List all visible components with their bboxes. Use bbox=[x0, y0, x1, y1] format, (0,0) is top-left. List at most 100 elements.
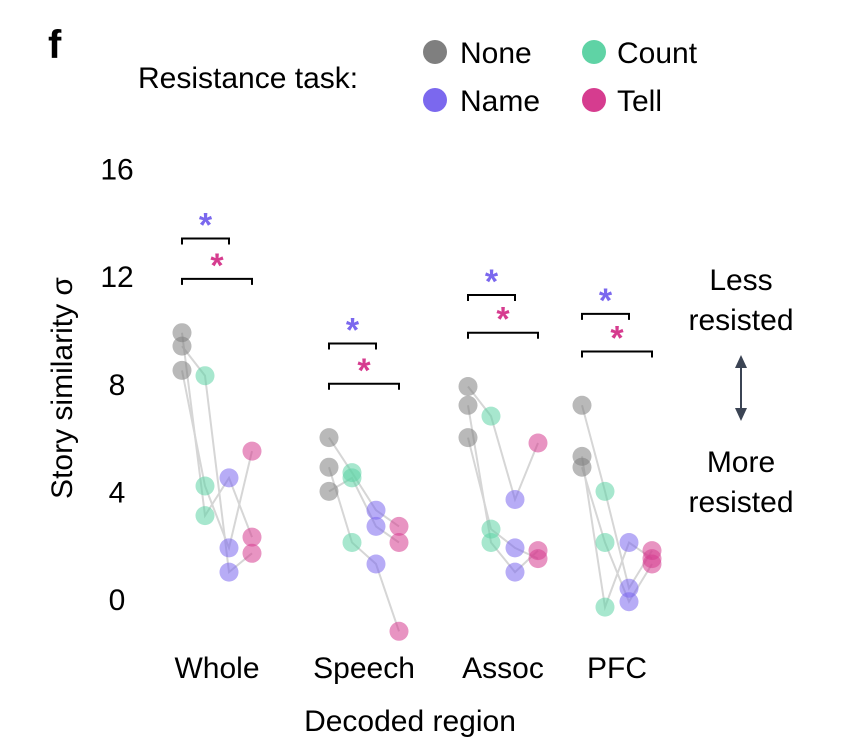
significance-star: * bbox=[357, 352, 371, 390]
legend-swatch-name bbox=[423, 88, 447, 112]
more-resisted-line1: More bbox=[707, 446, 775, 479]
data-point-none bbox=[458, 428, 478, 448]
arrow-head-down bbox=[735, 408, 747, 421]
y-tick-label: 12 bbox=[100, 261, 133, 294]
legend-item-tell: Tell bbox=[582, 85, 662, 118]
significance-bracket bbox=[328, 342, 377, 350]
subject-lines bbox=[181, 332, 653, 632]
data-point-none bbox=[172, 323, 192, 343]
data-point-count bbox=[595, 481, 615, 501]
data-point-none bbox=[319, 428, 339, 448]
data-point-tell bbox=[528, 433, 548, 453]
y-tick-label: 4 bbox=[109, 476, 126, 509]
data-point-tell bbox=[242, 527, 262, 547]
data-point-name bbox=[219, 468, 239, 488]
legend-label-name: Name bbox=[460, 85, 540, 118]
significance-star: * bbox=[496, 301, 510, 339]
legend-swatch-none bbox=[423, 40, 447, 64]
subject-line bbox=[467, 405, 539, 574]
significance-bracket bbox=[581, 350, 653, 358]
x-tick-label: PFC bbox=[587, 652, 647, 685]
legend-label-tell: Tell bbox=[617, 85, 662, 118]
data-points bbox=[172, 323, 662, 641]
significance-bracket bbox=[467, 331, 539, 339]
data-point-name bbox=[619, 578, 639, 598]
legend-title: Resistance task: bbox=[138, 62, 358, 95]
data-point-none bbox=[172, 336, 192, 356]
data-point-count bbox=[342, 533, 362, 552]
subject-line bbox=[328, 476, 400, 544]
data-point-count bbox=[195, 476, 215, 496]
significance-star: * bbox=[199, 207, 213, 245]
more-resisted-line2: resisted bbox=[688, 486, 793, 519]
data-point-name bbox=[505, 562, 525, 582]
data-point-count bbox=[481, 519, 501, 539]
data-point-name bbox=[366, 500, 386, 520]
data-point-none bbox=[458, 395, 478, 415]
data-point-count bbox=[595, 597, 615, 617]
y-axis-label: Story similarity σ bbox=[46, 277, 79, 499]
y-tick-label: 16 bbox=[100, 154, 133, 187]
data-point-tell bbox=[389, 516, 409, 536]
legend-label-none: None bbox=[460, 37, 532, 70]
significance-brackets: ******** bbox=[181, 207, 653, 390]
significance-star: * bbox=[210, 247, 224, 285]
data-point-name bbox=[219, 538, 239, 558]
subject-line bbox=[328, 466, 400, 632]
subject-line bbox=[181, 370, 253, 552]
significance-bracket bbox=[467, 294, 516, 302]
data-point-name bbox=[619, 592, 639, 612]
data-point-none bbox=[572, 446, 592, 466]
less-resisted-line2: resisted bbox=[688, 304, 793, 337]
less-resisted-line1: Less bbox=[709, 264, 772, 297]
data-point-count bbox=[595, 533, 615, 552]
data-point-none bbox=[572, 395, 592, 415]
significance-bracket bbox=[581, 312, 630, 320]
subject-line bbox=[328, 437, 400, 528]
subject-line bbox=[581, 456, 653, 612]
data-point-none bbox=[319, 457, 339, 477]
resistance-annotation: Less resisted More resisted bbox=[688, 264, 793, 519]
data-point-tell bbox=[242, 543, 262, 563]
data-point-count bbox=[342, 468, 362, 488]
data-point-name bbox=[366, 516, 386, 536]
data-point-tell bbox=[389, 533, 409, 552]
significance-star: * bbox=[485, 263, 499, 301]
legend-item-name: Name bbox=[423, 85, 540, 118]
y-tick-label: 8 bbox=[109, 369, 126, 402]
x-axis-label: Decoded region bbox=[304, 705, 516, 738]
data-point-count bbox=[195, 506, 215, 526]
significance-star: * bbox=[599, 282, 613, 320]
data-point-count bbox=[195, 366, 215, 386]
legend-item-none: None bbox=[423, 37, 532, 70]
data-point-tell bbox=[389, 621, 409, 641]
data-point-name bbox=[505, 538, 525, 558]
data-point-tell bbox=[528, 541, 548, 561]
legend-swatch-tell bbox=[582, 88, 606, 112]
subject-line bbox=[467, 437, 539, 560]
significance-bracket bbox=[328, 382, 400, 390]
significance-bracket bbox=[181, 237, 230, 245]
subject-line bbox=[581, 405, 653, 591]
data-point-name bbox=[505, 490, 525, 509]
panel-label: f bbox=[48, 23, 62, 67]
data-point-tell bbox=[242, 441, 262, 461]
data-point-name bbox=[619, 533, 639, 552]
significance-bracket bbox=[181, 277, 253, 285]
x-tick-label: Speech bbox=[313, 652, 415, 685]
legend-item-count: Count bbox=[582, 37, 698, 70]
legend-swatch-count bbox=[582, 40, 606, 64]
data-point-none bbox=[172, 360, 192, 380]
x-tick-label: Assoc bbox=[462, 652, 544, 685]
y-tick-label: 0 bbox=[109, 584, 126, 617]
legend: None Count Name Tell bbox=[423, 37, 698, 118]
subject-line bbox=[181, 332, 253, 538]
arrow-head-up bbox=[735, 355, 747, 368]
significance-star: * bbox=[346, 311, 360, 349]
data-point-count bbox=[481, 406, 501, 426]
data-point-name bbox=[366, 554, 386, 574]
significance-star: * bbox=[610, 320, 624, 358]
subject-line bbox=[581, 466, 653, 604]
